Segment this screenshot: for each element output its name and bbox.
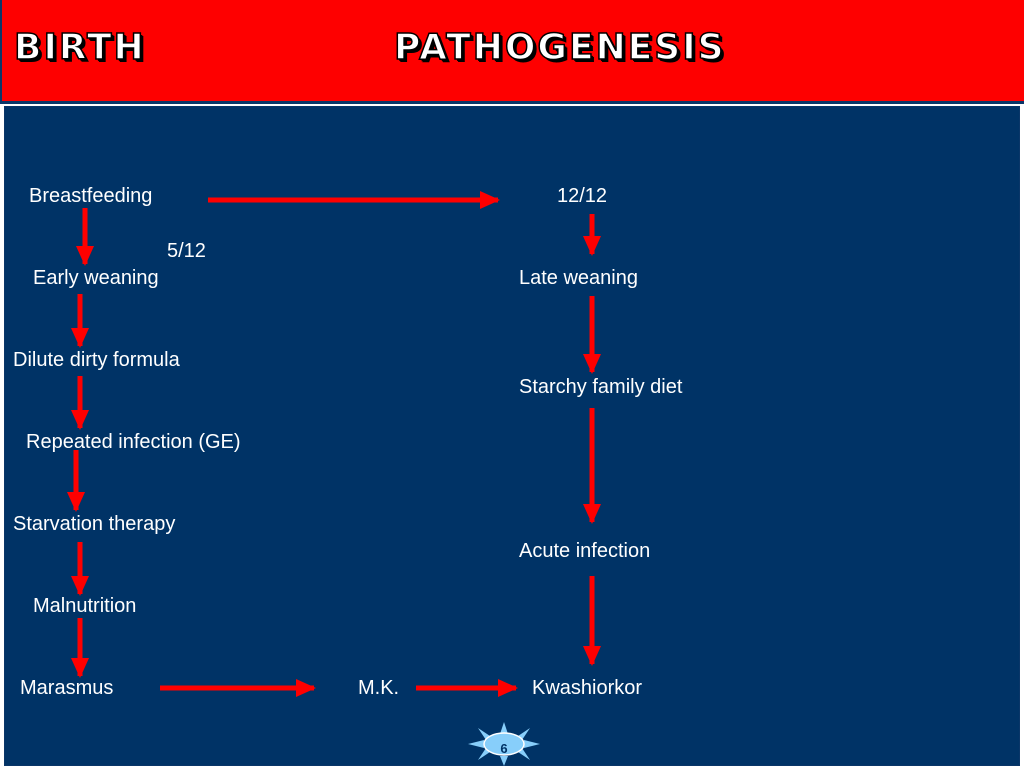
title-bar: BIRTH PATHOGENESIS bbox=[0, 0, 1024, 104]
content-panel bbox=[2, 104, 1022, 768]
node-starchy-family-diet: Starchy family diet bbox=[519, 376, 683, 398]
node-marasmus: Marasmus bbox=[20, 677, 114, 699]
node-malnutrition: Malnutrition bbox=[33, 595, 137, 617]
page-number: 6 bbox=[500, 741, 508, 756]
node-mk: M.K. bbox=[358, 677, 400, 699]
node-kwashiorkor: Kwashiorkor bbox=[532, 677, 643, 699]
node-age-5-12: 5/12 bbox=[167, 240, 206, 262]
title-birth: BIRTH bbox=[13, 27, 146, 68]
starburst-icon bbox=[468, 722, 540, 766]
node-early-weaning: Early weaning bbox=[33, 267, 159, 289]
page-number-badge: 6 bbox=[466, 720, 542, 768]
title-pathogenesis: PATHOGENESIS bbox=[393, 27, 726, 68]
node-late-weaning: Late weaning bbox=[519, 267, 638, 289]
node-breastfeeding: Breastfeeding bbox=[29, 185, 153, 207]
node-age-12-12: 12/12 bbox=[557, 185, 608, 207]
node-acute-infection: Acute infection bbox=[519, 540, 651, 562]
node-dilute-dirty-formula: Dilute dirty formula bbox=[13, 349, 180, 371]
node-repeated-infection: Repeated infection (GE) bbox=[26, 431, 241, 453]
node-starvation-therapy: Starvation therapy bbox=[13, 513, 176, 535]
